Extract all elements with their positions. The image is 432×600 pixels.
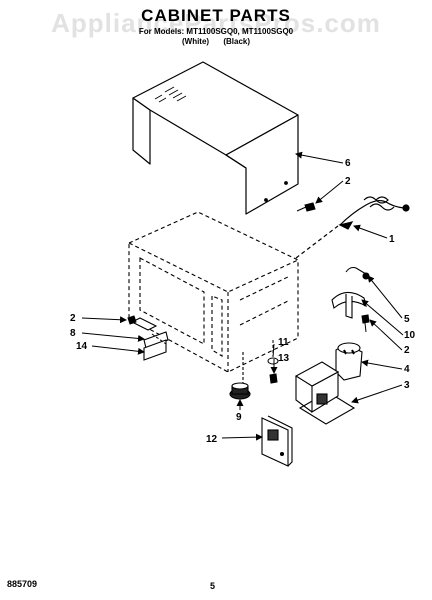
side-bracket <box>130 317 169 361</box>
page-title: CABINET PARTS <box>141 6 291 25</box>
control-board <box>261 415 293 467</box>
models-subtitle: For Models: MT1100SGQ0, MT1100SGQ0 <box>138 27 294 36</box>
label-14: 14 <box>76 341 88 352</box>
label-1: 1 <box>389 234 395 245</box>
label-2-left: 2 <box>70 313 76 324</box>
page-number: 5 <box>210 581 216 591</box>
label-5: 5 <box>404 314 410 325</box>
document-number: 885709 <box>7 579 38 589</box>
label-9: 9 <box>236 412 242 423</box>
label-8: 8 <box>70 328 76 339</box>
washer <box>267 340 279 365</box>
clip-part <box>345 266 370 280</box>
label-6: 6 <box>345 158 351 169</box>
color-variants: (White) (Black) <box>0 37 432 46</box>
watermark: AppliancePartsPros.com <box>51 8 381 38</box>
color-black-label: (Black) <box>223 37 251 46</box>
label-4: 4 <box>404 364 410 375</box>
foot <box>229 352 251 400</box>
label-12: 12 <box>206 434 218 445</box>
transformer <box>294 361 356 425</box>
label-10: 10 <box>404 330 416 341</box>
leader-lines <box>81 151 404 441</box>
small-screw <box>269 373 278 384</box>
color-white-label: (White) <box>181 37 210 46</box>
label-2-right: 2 <box>404 345 410 356</box>
label-2-top: 2 <box>345 176 351 187</box>
label-13: 13 <box>278 353 290 364</box>
side-screw <box>127 315 137 325</box>
power-cord <box>295 196 410 259</box>
label-11: 11 <box>278 337 289 348</box>
cabinet-screw <box>296 202 316 212</box>
cabinet-wrapper <box>132 61 299 215</box>
label-3: 3 <box>404 380 410 391</box>
callout-labels: 6 2 1 5 10 2 4 3 2 8 14 11 13 9 12 <box>70 158 416 445</box>
capacitor <box>335 342 363 381</box>
capacitor-bracket <box>331 291 367 319</box>
bracket-screw <box>361 314 370 333</box>
